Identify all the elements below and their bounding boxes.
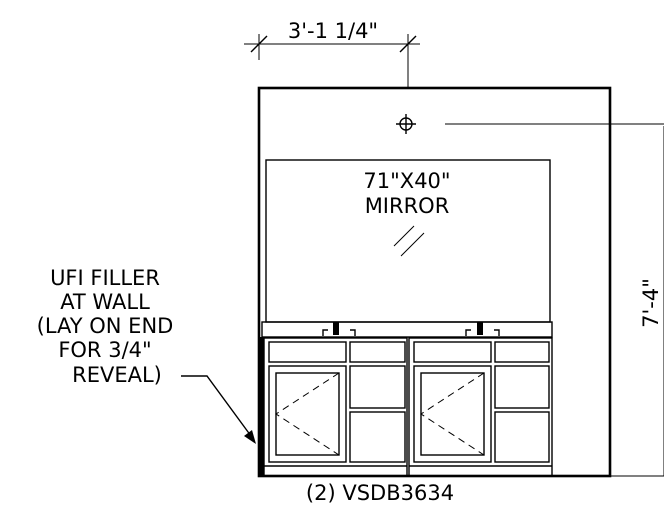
height-dimension-label: 7'-4": [639, 278, 663, 328]
vanity-caption: (2) VSDB3634: [306, 481, 454, 505]
countertop: [261, 321, 553, 338]
drawer-front: [494, 411, 550, 463]
filler-note-line4: FOR 3/4": [58, 338, 151, 362]
light-fixture-icon: [396, 114, 416, 134]
drawer-front: [349, 341, 406, 363]
filler-note-line2: AT WALL: [60, 290, 150, 314]
mirror-size: 71"X40": [363, 169, 450, 193]
door-front: [413, 365, 492, 463]
vanity-cabinet-left: [263, 337, 408, 477]
drawer-front: [349, 411, 406, 463]
filler-leader-arrow: [181, 375, 256, 444]
filler-strip: [259, 337, 264, 476]
filler-note: UFI FILLER AT WALL (LAY ON END FOR 3/4" …: [37, 266, 174, 387]
faucet-left: [322, 322, 356, 336]
wall-outline: [257, 86, 612, 478]
height-dimension: 7'-4": [639, 126, 664, 476]
door-front: [268, 365, 347, 463]
mirror-label: MIRROR: [365, 194, 450, 218]
drawer-front: [494, 341, 550, 363]
drawer-front: [268, 341, 347, 363]
top-dimension-label: 3'-1 1/4": [288, 19, 378, 43]
drawer-front: [413, 341, 492, 363]
drawer-front: [349, 365, 406, 409]
filler-note-line1: UFI FILLER: [50, 266, 160, 290]
drawer-front: [494, 365, 550, 409]
filler-note-line5: REVEAL): [72, 363, 162, 387]
vanity-cabinet-right: [408, 337, 553, 477]
faucet-right: [465, 322, 500, 336]
mirror: 71"X40" MIRROR: [265, 159, 551, 323]
filler-note-line3: (LAY ON END: [37, 314, 174, 338]
top-dimension: 3'-1 1/4": [244, 19, 420, 88]
